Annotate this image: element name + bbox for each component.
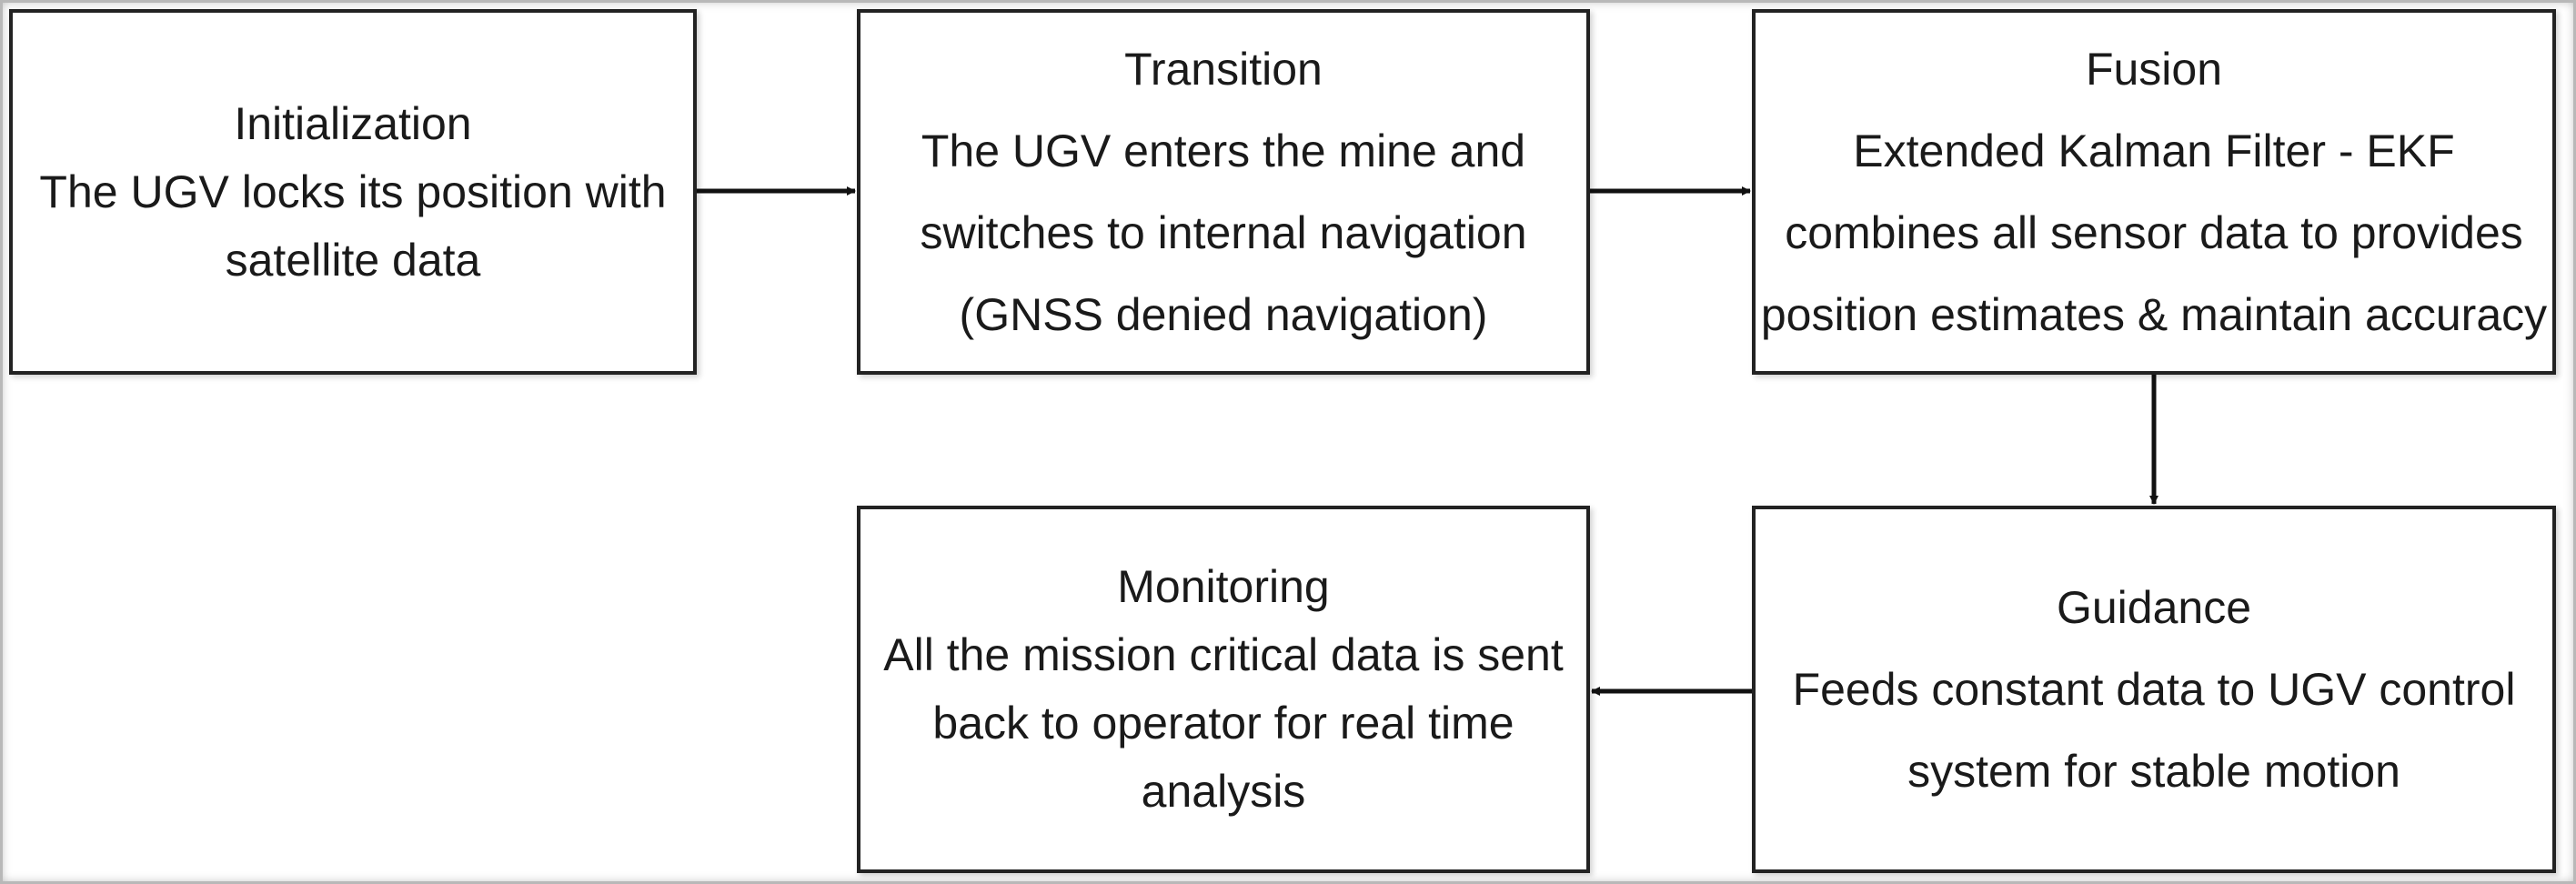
- node-transition-title: Transition: [1124, 44, 1323, 95]
- node-monitoring: Monitoring All the mission critical data…: [857, 506, 1590, 873]
- node-fusion-text-3: position estimates & maintain accuracy: [1760, 289, 2548, 340]
- node-transition: Transition The UGV enters the mine and s…: [857, 9, 1590, 375]
- node-monitoring-text-1: All the mission critical data is sent: [883, 629, 1564, 680]
- node-monitoring-text-2: back to operator for real time: [932, 698, 1514, 748]
- node-initialization-text-2: satellite data: [225, 234, 481, 286]
- node-initialization: Initialization The UGV locks its positio…: [9, 9, 697, 375]
- node-monitoring-text-3: analysis: [1141, 766, 1306, 817]
- node-monitoring-title: Monitoring: [1117, 561, 1330, 612]
- node-transition-text-2: switches to internal navigation: [920, 207, 1527, 258]
- node-guidance-text-2: system for stable motion: [1907, 746, 2400, 797]
- node-fusion: Fusion Extended Kalman Filter - EKF comb…: [1752, 9, 2556, 375]
- node-fusion-text-2: combines all sensor data to provides: [1785, 207, 2523, 258]
- node-guidance-title: Guidance: [2056, 582, 2252, 633]
- node-initialization-title: Initialization: [234, 97, 472, 149]
- node-initialization-text-1: The UGV locks its position with: [39, 166, 667, 217]
- node-transition-text-1: The UGV enters the mine and: [921, 126, 1526, 176]
- node-transition-text-3: (GNSS denied navigation): [959, 289, 1488, 340]
- node-guidance: Guidance Feeds constant data to UGV cont…: [1752, 506, 2556, 873]
- node-fusion-title: Fusion: [2085, 44, 2223, 95]
- node-fusion-text-1: Extended Kalman Filter - EKF: [1853, 126, 2455, 176]
- node-guidance-text-1: Feeds constant data to UGV control: [1792, 664, 2516, 715]
